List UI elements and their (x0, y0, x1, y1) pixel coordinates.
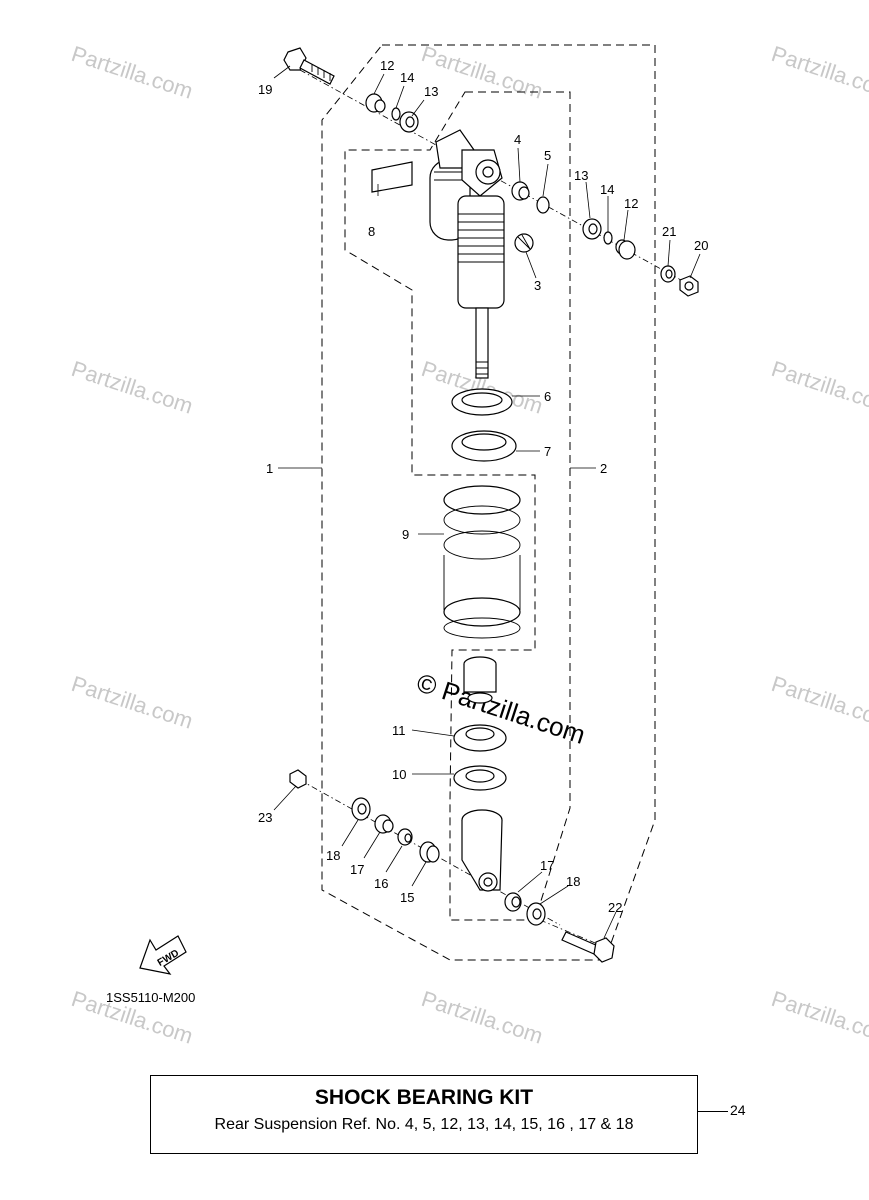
callouts: 19 12 14 13 4 5 13 14 12 21 20 8 3 6 7 1… (258, 58, 708, 915)
callout-17: 17 (350, 862, 364, 877)
watermark: Partzilla.com (68, 671, 195, 734)
adjuster-3 (514, 233, 534, 253)
shock-body (457, 149, 505, 379)
shock-bearing-kit-box: SHOCK BEARING KIT Rear Suspension Ref. N… (150, 1075, 698, 1154)
o-ring-14-upper (391, 107, 401, 121)
fwd-arrow: FWD (139, 935, 187, 975)
callout-14: 14 (400, 70, 414, 85)
oil-seal-13-upper (399, 111, 419, 133)
callout-17: 17 (540, 858, 554, 873)
callout-2: 2 (600, 461, 607, 476)
callout-1: 1 (266, 461, 273, 476)
callout-6: 6 (544, 389, 551, 404)
callout-3: 3 (534, 278, 541, 293)
oil-seal-18-left (351, 797, 371, 821)
callout-18: 18 (326, 848, 340, 863)
assembly-1-boundary (321, 44, 656, 961)
callout-14: 14 (600, 182, 614, 197)
oil-seal-13-right (582, 218, 602, 240)
callout-5: 5 (544, 148, 551, 163)
group-boundaries (321, 44, 656, 961)
spring-9 (443, 485, 521, 639)
callout-24: 24 (730, 1102, 746, 1118)
callout-18: 18 (566, 874, 580, 889)
nut-20 (679, 275, 699, 297)
o-ring-14-right (603, 231, 613, 245)
watermark: Partzilla.com (768, 986, 869, 1049)
ring-nut-6 (451, 388, 513, 416)
collar-12-right (615, 239, 636, 260)
bolt-19 (283, 47, 335, 85)
circlip-5 (536, 196, 550, 214)
callout-23: 23 (258, 810, 272, 825)
leader-lines (273, 65, 701, 939)
callout-9: 9 (402, 527, 409, 542)
kit-description: Rear Suspension Ref. No. 4, 5, 12, 13, 1… (214, 1116, 634, 1133)
watermark: Partzilla.com (68, 356, 195, 419)
callout-12: 12 (380, 58, 394, 73)
bearing-15 (419, 841, 440, 863)
callout-10: 10 (392, 767, 406, 782)
guide-11 (453, 724, 507, 752)
label-8 (371, 161, 413, 193)
washer-21 (660, 265, 676, 283)
watermark: Partzilla.com (418, 986, 545, 1049)
collar-12-upper (365, 93, 386, 113)
oil-seal-18-right (526, 902, 546, 926)
collar-16 (397, 828, 413, 846)
callout-12: 12 (624, 196, 638, 211)
kit-leader-line (698, 1111, 728, 1112)
callout-15: 15 (400, 890, 414, 905)
watermark: Partzilla.com (68, 41, 195, 104)
bump-stopper (463, 656, 497, 704)
callout-8: 8 (368, 224, 375, 239)
ring-nut-7 (451, 430, 517, 462)
bushing-4 (511, 181, 530, 201)
seat-10 (453, 765, 507, 791)
callout-22: 22 (608, 900, 622, 915)
lower-clevis (461, 809, 503, 892)
bolt-22 (561, 931, 615, 963)
callout-13: 13 (574, 168, 588, 183)
collar-17-right (504, 892, 522, 912)
assembly-2-boundary (344, 91, 571, 921)
nut-23 (289, 769, 307, 789)
callout-13: 13 (424, 84, 438, 99)
lower-bolt-axis (539, 919, 601, 946)
watermark: Partzilla.com (768, 41, 869, 104)
kit-title: SHOCK BEARING KIT (314, 1086, 534, 1109)
callout-4: 4 (514, 132, 521, 147)
callout-21: 21 (662, 224, 676, 239)
callout-19: 19 (258, 82, 272, 97)
callout-16: 16 (374, 876, 388, 891)
callout-11: 11 (392, 723, 406, 738)
callout-20: 20 (694, 238, 708, 253)
callout-7: 7 (544, 444, 551, 459)
watermark: Partzilla.com (768, 356, 869, 419)
drawing-code: 1SS5110-M200 (106, 990, 195, 1005)
watermark: Partzilla.com (768, 671, 869, 734)
collar-17-left (374, 814, 394, 834)
